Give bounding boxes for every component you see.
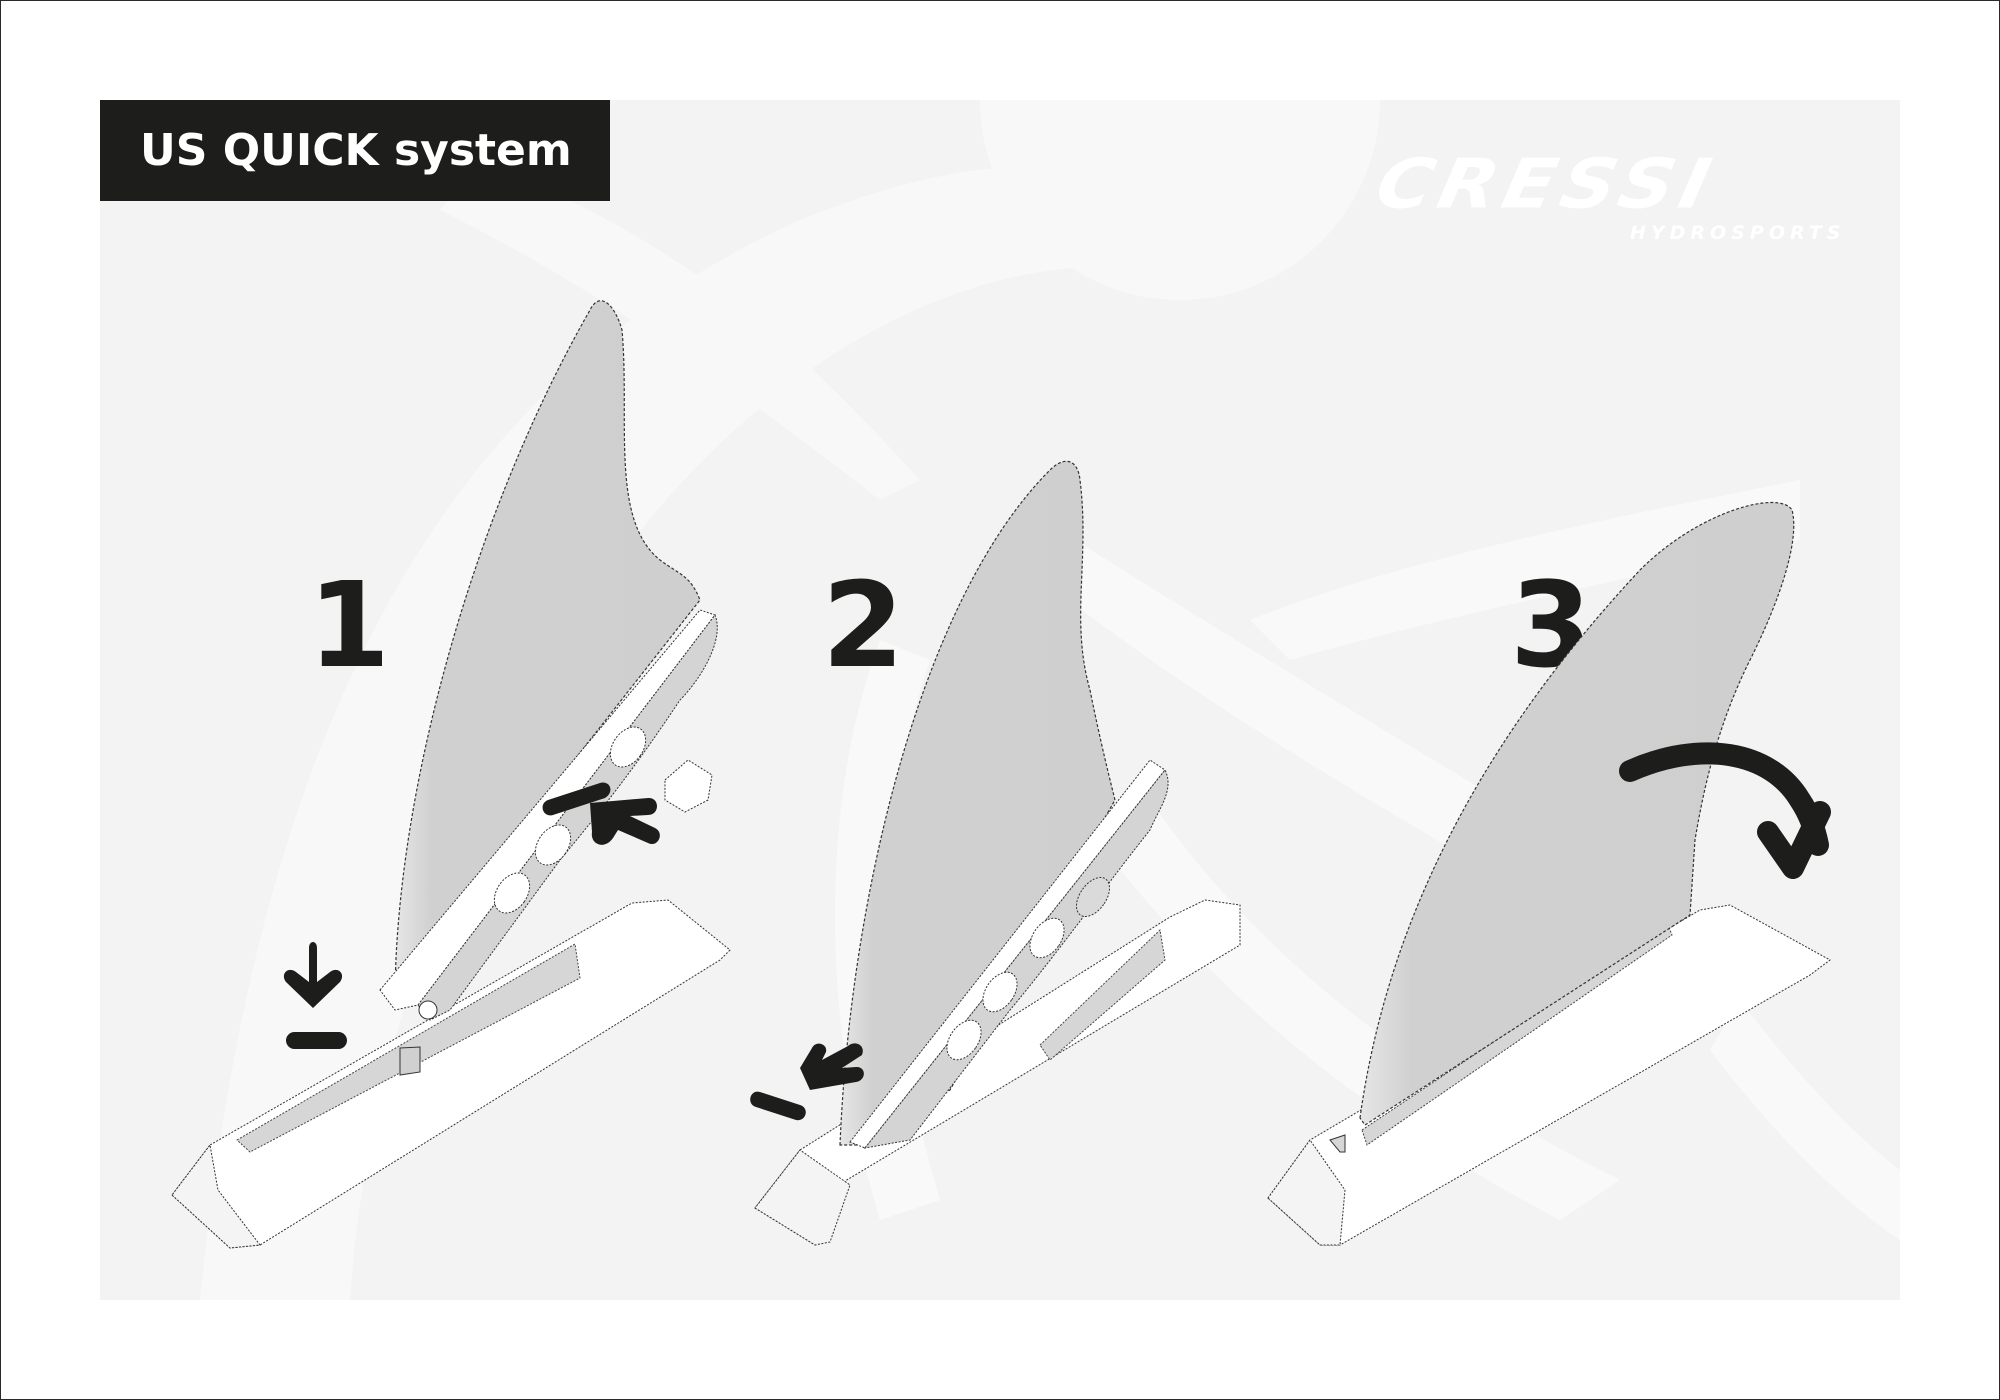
step-2-number: 2	[822, 556, 905, 694]
step-3-fin-box-base	[1267, 904, 1831, 1246]
step-1-screw-nut	[664, 759, 713, 813]
slide-arrow-icon	[750, 1043, 864, 1121]
page-title: US QUICK system	[140, 125, 572, 176]
step-1-fin	[394, 300, 701, 1001]
title-banner: US QUICK system	[100, 100, 610, 201]
down-arrow-icon	[283, 942, 347, 1049]
press-arrow-icon	[542, 782, 660, 845]
brand-logo: CRESSI HYDROSPORTS	[1369, 144, 1846, 250]
step-2-fin-tab	[849, 759, 1169, 1149]
step-1-number: 1	[308, 556, 391, 694]
step-3-fin	[1359, 502, 1795, 1126]
step-2-fin	[839, 460, 1116, 1146]
step-2-fin-box-base	[754, 899, 1241, 1246]
curved-rotate-arrow-icon	[1619, 742, 1831, 879]
step-1-illustration	[171, 300, 731, 1249]
step-1-fin-box-base	[171, 899, 731, 1249]
step-3-illustration	[1267, 502, 1831, 1246]
brand-tagline: HYDROSPORTS	[1630, 222, 1846, 244]
step-2-illustration	[750, 460, 1241, 1246]
